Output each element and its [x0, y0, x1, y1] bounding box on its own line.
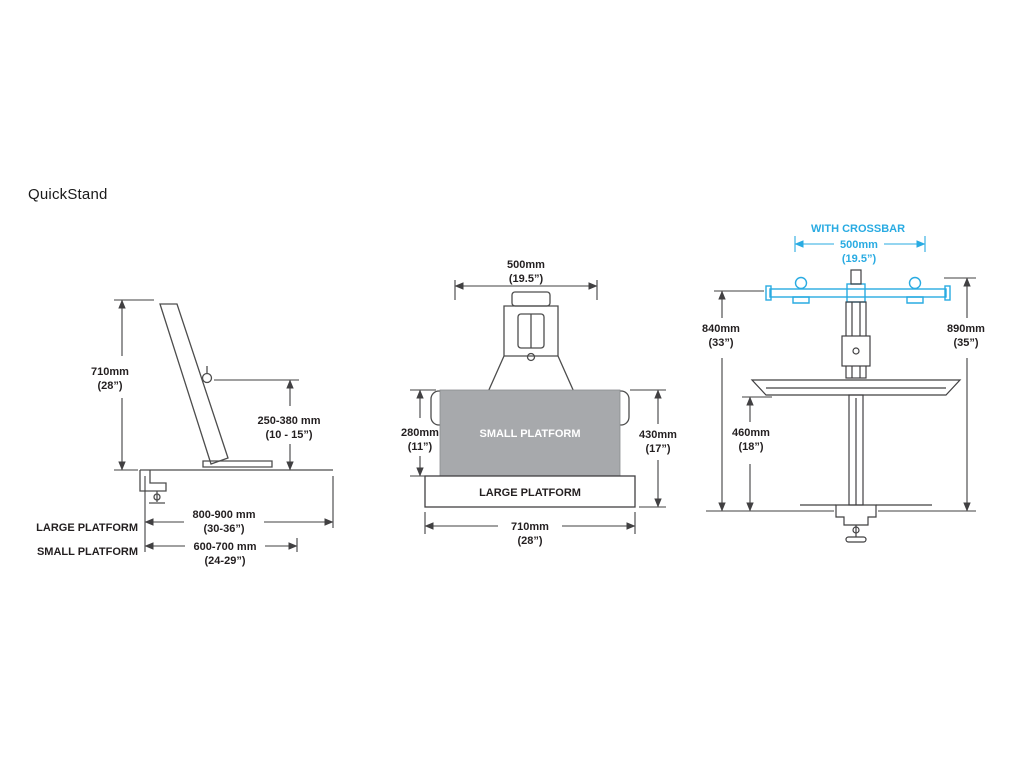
small-platform-label: SMALL PLATFORM [479, 428, 580, 440]
dim-crossbar-500mm-inches: (19.5”) [842, 253, 877, 265]
dim-840mm-value: 840mm [702, 323, 740, 335]
dim-800-900-value: 800-900 mm [193, 509, 256, 521]
dim-430mm-value: 430mm [639, 429, 677, 441]
side-view-mast [159, 303, 229, 465]
dim-250-380-value: 250-380 mm [258, 415, 321, 427]
dim-280mm-inches: (11”) [408, 441, 433, 453]
crossbar-left-clamp [792, 296, 810, 304]
with-crossbar-title: WITH CROSSBAR [811, 223, 905, 235]
dim-500mm-inches: (19.5”) [509, 273, 544, 285]
dim-710mm-value: 710mm [91, 366, 129, 378]
dim-840mm-inches: (33”) [708, 337, 733, 349]
top-view-mount-cap [511, 291, 551, 307]
crossbar-right-endcap [944, 285, 951, 301]
front-view-clamp [835, 504, 877, 526]
dim-710mm-bottom-inches: (28”) [517, 535, 542, 547]
crossbar-right-clamp [906, 296, 924, 304]
page-title: QuickStand [28, 186, 108, 203]
side-view-base-plate [202, 460, 273, 468]
column-head [850, 269, 862, 285]
front-view-labels: WITH CROSSBAR 500mm (19.5”) 840mm (33”) … [702, 223, 985, 453]
top-view-mount-screw [526, 352, 536, 362]
dim-crossbar-500mm-value: 500mm [840, 239, 878, 251]
dim-500mm-value: 500mm [507, 259, 545, 271]
side-view-adjust-knob [201, 372, 213, 384]
top-view-small-platform [439, 389, 621, 477]
side-view-clamp-screw [149, 491, 165, 504]
front-view-crossbar-dimension [794, 236, 926, 252]
crossbar-left-mount [794, 276, 808, 290]
front-view-clamp-knob [852, 526, 860, 534]
column-housing [841, 335, 871, 367]
side-view-clamp-knob [153, 493, 161, 501]
dim-280mm-value: 280mm [401, 427, 439, 439]
top-view-large-platform [424, 475, 636, 508]
dim-710mm-inches: (28”) [97, 380, 122, 392]
dim-600-700-inches: (24-29”) [205, 555, 246, 567]
side-view [139, 303, 333, 504]
dim-250-380-inches: (10 - 15”) [265, 429, 312, 441]
dim-890mm-value: 890mm [947, 323, 985, 335]
large-platform-row-label: LARGE PLATFORM [36, 522, 138, 534]
crossbar-bar [769, 288, 947, 298]
top-view [424, 291, 636, 508]
column-housing-screw [852, 347, 860, 355]
large-platform-label: LARGE PLATFORM [479, 487, 581, 499]
side-view-labels: 710mm (28”) 250-380 mm (10 - 15”) 800-90… [36, 366, 321, 567]
dim-890mm-inches: (35”) [953, 337, 978, 349]
front-view-clamp-handle [845, 536, 867, 543]
dim-460mm-value: 460mm [732, 427, 770, 439]
front-view-dimension-lines [706, 277, 976, 512]
dim-430mm-inches: (17”) [645, 443, 670, 455]
crossbar-left-endcap [765, 285, 772, 301]
dim-710mm-bottom-value: 710mm [511, 521, 549, 533]
dim-600-700-value: 600-700 mm [194, 541, 257, 553]
top-view-dimension-lines [410, 280, 666, 534]
side-view-dimension-lines [114, 299, 334, 552]
dim-460mm-inches: (18”) [738, 441, 763, 453]
small-platform-row-label: SMALL PLATFORM [37, 546, 138, 558]
front-view-crossbar [765, 276, 951, 304]
crossbar-right-mount [908, 276, 922, 290]
front-view-column [750, 269, 962, 543]
dim-800-900-inches: (30-36”) [204, 523, 245, 535]
side-view-clamp [139, 470, 167, 492]
top-view-labels: 500mm (19.5”) 280mm (11”) 430mm (17”) 71… [401, 259, 677, 547]
crossbar-center-bracket [846, 283, 866, 303]
